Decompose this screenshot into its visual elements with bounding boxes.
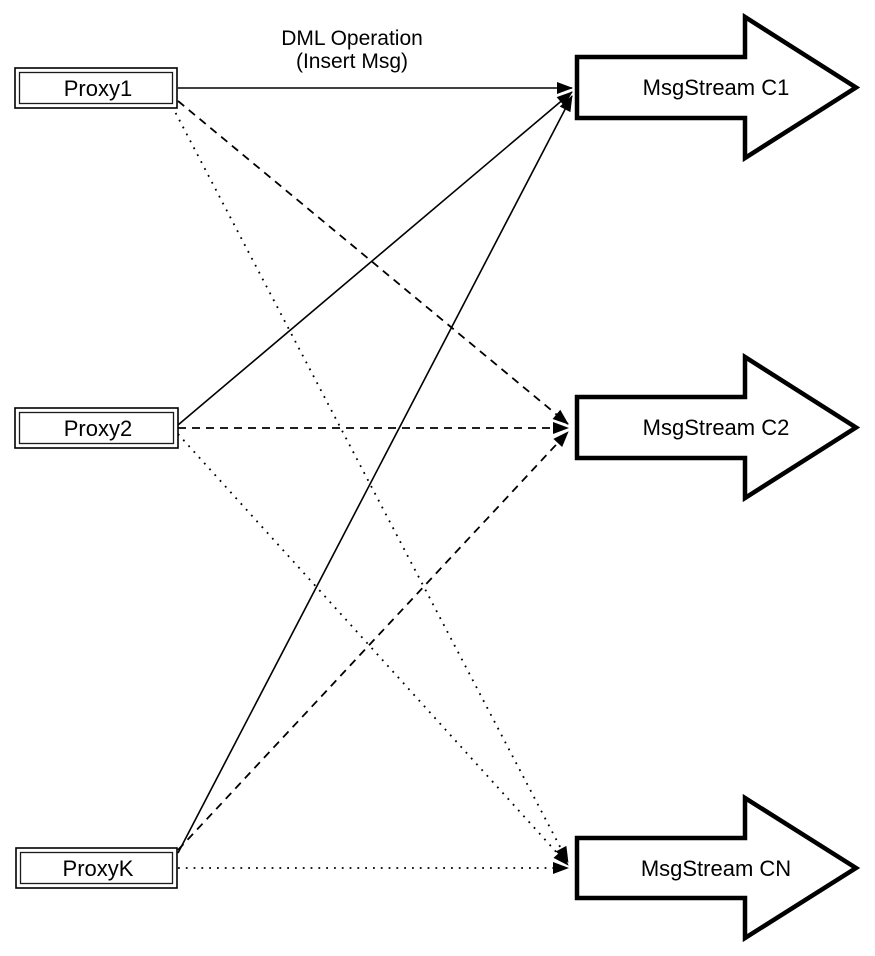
msgstream-cn-shape bbox=[574, 793, 861, 943]
dml-operation-annotation: DML Operation (Insert Msg) bbox=[281, 27, 423, 73]
dml-operation-title-line2: (Insert Msg) bbox=[296, 50, 408, 73]
proxy1-label: Proxy1 bbox=[64, 76, 132, 101]
msgstream-cn-arrow: MsgStream CN bbox=[574, 793, 861, 943]
proxyk-box-outer bbox=[15, 847, 178, 889]
msgstream-cn-label: MsgStream CN bbox=[641, 856, 791, 881]
msgstream-c1-shape bbox=[574, 12, 861, 163]
proxyk-box: ProxyK bbox=[15, 847, 178, 889]
proxy2-box-inner bbox=[18, 411, 175, 445]
edges bbox=[171, 82, 573, 874]
proxy1-box-outer bbox=[14, 67, 178, 109]
msgstream-c2-label: MsgStream C2 bbox=[643, 415, 790, 440]
edge-proxy2-c1 bbox=[177, 91, 573, 426]
proxy1-box-inner bbox=[18, 71, 174, 105]
edge-proxy1-cn bbox=[171, 105, 569, 863]
dml-operation-title-line1: DML Operation bbox=[281, 27, 423, 50]
proxy2-box-outer bbox=[14, 407, 179, 449]
msgstream-c2-arrow: MsgStream C2 bbox=[574, 352, 861, 503]
edge-proxy1-c2 bbox=[177, 100, 569, 425]
proxy2-box: Proxy2 bbox=[14, 407, 179, 449]
edge-proxyk-c2 bbox=[177, 431, 569, 851]
msgstream-c2-shape bbox=[574, 352, 861, 503]
edge-proxy2-cn bbox=[177, 433, 569, 866]
edge-proxyk-c1 bbox=[177, 95, 573, 854]
proxyk-box-inner bbox=[19, 851, 174, 885]
proxy1-box: Proxy1 bbox=[14, 67, 178, 109]
msgstream-c1-label: MsgStream C1 bbox=[643, 75, 790, 100]
msgstream-c1-arrow: MsgStream C1 bbox=[574, 12, 861, 163]
proxyk-label: ProxyK bbox=[63, 856, 134, 881]
proxy2-label: Proxy2 bbox=[64, 416, 132, 441]
